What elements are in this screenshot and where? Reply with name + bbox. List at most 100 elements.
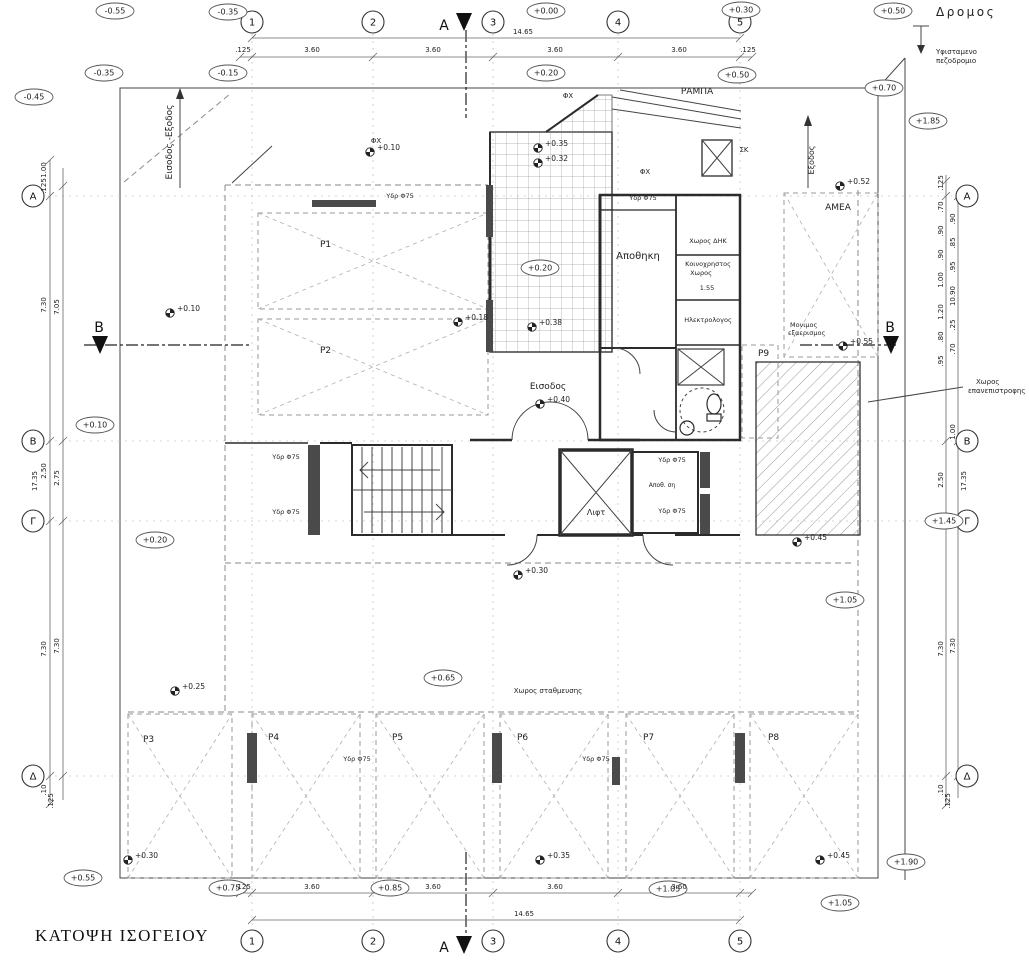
plan-label: ΦΧ xyxy=(640,168,651,176)
elevation-badge-label: +0.50 xyxy=(725,71,750,80)
plan-label: Λιφτ xyxy=(587,508,605,517)
elevation-badge-label: -0.45 xyxy=(24,93,45,102)
dimension-text: 10.90 xyxy=(949,286,957,306)
dimension-tick xyxy=(941,800,951,810)
plan-label: Υδρ Φ75 xyxy=(271,508,300,516)
plan-label: ΦΧ xyxy=(371,137,382,145)
dimension-tick xyxy=(488,52,498,62)
plan-label: ΦΧ xyxy=(563,92,574,100)
spot-elevation-label: +0.32 xyxy=(545,154,568,163)
lobby-wall-segment xyxy=(486,300,493,352)
section-marker-label: B xyxy=(94,320,104,336)
parking-stall: P5 xyxy=(375,713,485,879)
spot-elevation: +0.25 xyxy=(170,682,205,696)
dimension-text: 7.30 xyxy=(53,638,61,654)
dimension-text: .85 xyxy=(949,237,957,248)
section-marker-label: B xyxy=(885,320,895,336)
elevation-badge: +0.50 xyxy=(717,66,757,84)
elevation-badge: +0.70 xyxy=(864,79,904,97)
elevation-badge-label: +0.30 xyxy=(729,6,754,15)
exit-arrow xyxy=(804,115,812,126)
dimension-tick xyxy=(45,516,55,526)
parking-stall-label: P5 xyxy=(392,733,403,743)
grid-bubble-label: 4 xyxy=(615,937,621,948)
dimension-text: 14.65 xyxy=(514,910,534,918)
section-flag-b-right xyxy=(883,336,899,354)
plan-label: Υδρ Φ75 xyxy=(581,755,610,763)
grid-bubble: 3 xyxy=(481,10,505,34)
layer-badges: -0.55-0.35+0.00+0.30+0.50-0.35-0.15+0.20… xyxy=(14,1,964,912)
dimension-text: 3.60 xyxy=(671,883,687,891)
plan-label: Υφισταμενο xyxy=(935,48,977,56)
plan-label: ΣΚ xyxy=(739,146,748,154)
elevation-badge-label: +1.05 xyxy=(656,885,681,894)
dimension-text: .125 xyxy=(235,883,251,891)
dimension-tick xyxy=(735,33,745,43)
grid-bubble: Δ xyxy=(21,764,45,788)
grid-bubble-label: Β xyxy=(30,437,37,448)
corner-chamfer xyxy=(231,145,273,184)
dimension-text: .90 xyxy=(949,213,957,224)
stair-west-wall xyxy=(308,445,320,535)
spot-elevation: +0.35 xyxy=(533,139,568,153)
grid-bubble: Γ xyxy=(955,509,979,533)
parking-stall-label: P9 xyxy=(758,349,769,359)
door-arc xyxy=(511,401,551,441)
plan-label: ΡΑΜΠΑ xyxy=(681,87,714,97)
elevation-badge: +1.90 xyxy=(886,853,926,871)
benchmark-icon xyxy=(453,317,463,327)
dimension-text: 7.30 xyxy=(40,641,48,657)
dimension-tick xyxy=(747,888,757,898)
elevation-badge-label: +0.85 xyxy=(378,884,403,893)
north-wall-segment xyxy=(312,200,376,207)
parking-stall: P2 xyxy=(257,318,489,416)
column xyxy=(492,733,502,783)
dimension-tick xyxy=(735,888,745,898)
column xyxy=(735,733,745,783)
dimension-tick xyxy=(58,516,68,526)
dimension-tick xyxy=(941,436,951,446)
plan-label: Υδρ Φ75 xyxy=(271,453,300,461)
benchmark-icon xyxy=(535,399,545,409)
sidewalk-arrow xyxy=(917,45,925,54)
dimension-text: 7.30 xyxy=(40,297,48,313)
plan-label: Υδρ Φ75 xyxy=(657,507,686,515)
elevation-badge-label: +0.70 xyxy=(872,84,897,93)
parking-stall xyxy=(783,192,879,358)
grid-bubble: 4 xyxy=(606,10,630,34)
grid-bubble: 2 xyxy=(361,929,385,953)
benchmark-icon xyxy=(533,143,543,153)
grid-bubble-label: 4 xyxy=(615,18,621,29)
dimension-tick xyxy=(45,436,55,446)
dimension-tick xyxy=(941,176,951,186)
benchmark-icon xyxy=(170,686,180,696)
driveway-edge xyxy=(123,93,231,183)
dimension-tick xyxy=(45,799,55,809)
benchmark-icon xyxy=(535,855,545,865)
door-arc xyxy=(653,409,677,433)
elevation-badge: +0.65 xyxy=(423,669,463,687)
dimension-text: 14.65 xyxy=(513,28,533,36)
dimension-text: .10 xyxy=(937,784,945,795)
plan-label: Δρομος xyxy=(936,5,996,19)
elevation-badge-label: +0.20 xyxy=(528,264,553,273)
elevation-badge: +0.55 xyxy=(63,869,103,887)
dimension-text: 2.50 xyxy=(937,472,945,488)
dimension-tick xyxy=(58,436,68,446)
grid-bubble: Γ xyxy=(21,509,45,533)
section-marker-label: A xyxy=(439,18,449,34)
elevation-badge-label: -0.35 xyxy=(218,8,239,17)
elevation-badge-label: +0.50 xyxy=(881,7,906,16)
dimension-tick xyxy=(58,181,68,191)
parking-stall: P9 xyxy=(741,344,779,439)
wheelchair-turning-circle xyxy=(679,387,725,433)
parking-stall-label: P3 xyxy=(143,735,154,745)
dimension-text: 3.60 xyxy=(547,46,563,54)
shaft-wall-segment xyxy=(700,452,710,488)
benchmark-icon xyxy=(533,158,543,168)
dimension-text: 3.60 xyxy=(304,883,320,891)
spot-elevation: +0.55 xyxy=(838,337,873,351)
plan-label: πεζοδρομιο xyxy=(936,57,976,65)
